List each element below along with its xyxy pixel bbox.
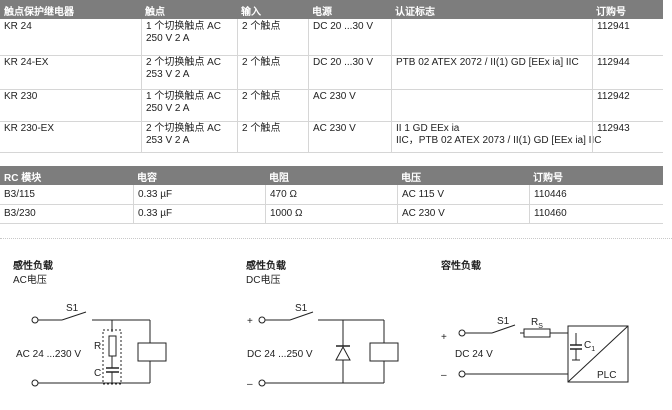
rc-header-voltage: 电压	[401, 173, 421, 184]
diagram2-subtitle: DC电压	[246, 275, 281, 286]
relay-cell	[391, 19, 592, 55]
relay-cell: 1 个切换触点 AC 250 V 2 A	[141, 89, 237, 121]
diagram3-circuit: + S1 RS C1 PLC – DC 24 V	[441, 316, 629, 383]
relay-header-name: 触点保护继电器	[4, 7, 74, 18]
rc-table-header: RC 模块 电容 电阻 电压 订购号	[0, 166, 663, 185]
diagram2-plus-label: +	[247, 316, 253, 327]
diagram1-subtitle: AC电压	[13, 275, 47, 286]
relay-cell: 2 个触点	[237, 55, 308, 89]
relay-cell: 2 个触点	[237, 19, 308, 55]
diagram3-switch-label: S1	[497, 316, 510, 327]
diagram3-plc-label: PLC	[597, 370, 616, 381]
relay-cell: 112944	[592, 55, 663, 89]
relay-cell	[391, 89, 592, 121]
relay-header-input: 输入	[241, 7, 261, 18]
relay-cell: 1 个切换触点 AC 250 V 2 A	[141, 19, 237, 55]
rc-cell: 1000 Ω	[265, 204, 397, 223]
diagram3-minus-label: –	[441, 370, 447, 381]
rc-header-order: 订购号	[533, 173, 563, 184]
rc-cell: 0.33 µF	[133, 185, 265, 204]
relay-cell: 2 个触点	[237, 121, 308, 152]
relay-cell: KR 230	[4, 91, 38, 102]
relay-cell: 112942	[592, 89, 663, 121]
section-divider	[0, 238, 672, 239]
diagram2-switch-label: S1	[295, 303, 308, 314]
rc-header-resistance: 电阻	[269, 173, 289, 184]
diagram3-title: 容性负载	[441, 261, 481, 272]
diagram1-r-label: R	[94, 341, 101, 352]
rc-header-name: RC 模块	[4, 173, 42, 184]
relay-cell: 112941	[592, 19, 663, 55]
relay-cell: KR 230-EX	[4, 123, 55, 134]
diagram1-voltage-label: AC 24 ...230 V	[16, 349, 81, 360]
rc-cell: B3/115	[4, 189, 35, 200]
relay-cell: 112943	[592, 121, 663, 152]
rc-cell: AC 115 V	[397, 185, 529, 204]
diagram2-minus-label: –	[247, 379, 253, 390]
rc-cell: 110460	[529, 204, 663, 223]
rc-cell: 110446	[529, 185, 663, 204]
diagram3-plus-label: +	[441, 332, 447, 343]
relay-header-order: 订购号	[596, 7, 626, 18]
diagram2-circuit: + S1 – DC 24 ...250 V	[247, 303, 399, 390]
rc-cell: 0.33 µF	[133, 204, 265, 223]
diagram1-c-label: C	[94, 368, 101, 379]
rc-cell: AC 230 V	[397, 204, 529, 223]
diagram3-c1-label: C1	[584, 340, 595, 353]
rc-header-capacitance: 电容	[137, 173, 157, 184]
relay-cell: 2 个切换触点 AC 253 V 2 A	[141, 55, 237, 89]
relay-cell: DC 20 ...30 V	[308, 55, 391, 89]
diagram2-voltage-label: DC 24 ...250 V	[247, 349, 313, 360]
relay-cell: DC 20 ...30 V	[308, 19, 391, 55]
relay-table-header: 触点保护继电器 触点 输入 电源 认证标志 订购号	[0, 0, 663, 19]
relay-header-contact: 触点	[145, 7, 165, 18]
relay-cell: AC 230 V	[308, 121, 391, 152]
relay-header-cert: 认证标志	[395, 7, 435, 18]
rc-cell: B3/230	[4, 208, 36, 219]
relay-cell: AC 230 V	[308, 89, 391, 121]
relay-cell: KR 24	[4, 21, 32, 32]
rc-cell: 470 Ω	[265, 185, 397, 204]
relay-cell: II 1 GD EEx ia IIC，PTB 02 ATEX 2073 / II…	[391, 121, 601, 152]
diagram1-switch-label: S1	[66, 303, 79, 314]
diagram3-voltage-label: DC 24 V	[455, 349, 493, 360]
diagram2-title: 感性负载	[246, 261, 286, 272]
relay-header-power: 电源	[312, 7, 332, 18]
relay-cell: PTB 02 ATEX 2072 / II(1) GD [EEx ia] IIC	[391, 55, 592, 89]
diagram1-title: 感性负载	[13, 261, 53, 272]
diagram3-rs-label: RS	[531, 317, 543, 330]
relay-cell: KR 24-EX	[4, 57, 49, 68]
diagram1-circuit: S1 R C AC 24 ...230 V	[16, 303, 167, 387]
relay-cell: 2 个切换触点 AC 253 V 2 A	[141, 121, 237, 152]
relay-cell: 2 个触点	[237, 89, 308, 121]
